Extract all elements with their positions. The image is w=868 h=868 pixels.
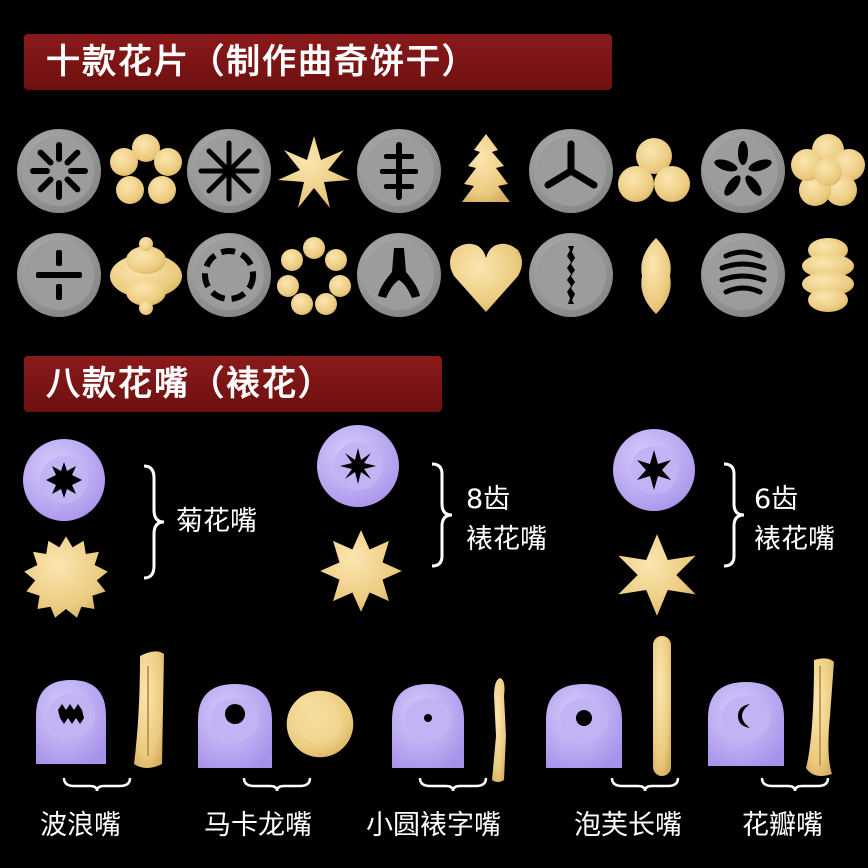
nozzles-section-title: 八款花嘴（裱花） — [24, 356, 442, 412]
macaron-nozzle-label: 马卡龙嘴 — [204, 810, 312, 841]
cookie-plate-icon — [357, 129, 441, 213]
petal-nozzle-label: 花瓣嘴 — [742, 810, 823, 841]
chrysanthemum-nozzle-label: 菊花嘴 — [176, 506, 257, 537]
cookie-shape-icon — [24, 536, 108, 618]
six-tooth-count-label: 6齿 — [754, 484, 799, 515]
cookie-plate-icon — [17, 129, 101, 213]
six-tooth-nozzle-label: 裱花嘴 — [754, 524, 835, 555]
cookie-plate-icon — [529, 129, 613, 213]
brace-icon — [242, 777, 312, 792]
piping-tip-icon — [36, 680, 106, 764]
cookie-plate-icon — [529, 233, 613, 317]
puff-long-nozzle-label: 泡芙长嘴 — [574, 810, 682, 841]
piping-tip-icon — [546, 684, 622, 768]
cookie-shape-icon — [320, 530, 402, 612]
brace-icon — [62, 777, 132, 792]
brace-icon — [418, 777, 488, 792]
piping-tip-icon — [613, 429, 695, 511]
cookie-shape-icon — [618, 534, 696, 616]
cookie-shape-icon — [802, 238, 854, 312]
cookie-shape-icon — [134, 651, 164, 768]
piping-tip-icon — [392, 684, 464, 768]
brace-icon — [143, 464, 165, 580]
cookie-shape-icon — [286, 690, 354, 758]
cookie-shape-icon — [462, 134, 510, 202]
piping-tip-icon — [317, 425, 399, 507]
piping-tip-icon — [708, 682, 784, 766]
cookie-shape-icon — [110, 237, 182, 315]
piping-tip-icon — [198, 684, 272, 768]
small-round-nozzle-label: 小圆裱字嘴 — [366, 810, 501, 841]
cookie-plate-icon — [187, 233, 271, 317]
brace-icon — [431, 462, 453, 568]
cookie-shape-icon — [110, 134, 182, 204]
cookie-shape-icon — [641, 238, 671, 314]
eight-tooth-nozzle-label: 裱花嘴 — [466, 524, 547, 555]
cookie-plate-icon — [701, 129, 785, 213]
cookie-plate-icon — [17, 233, 101, 317]
cookie-shape-icon — [277, 237, 351, 315]
brace-icon — [760, 777, 830, 792]
wave-nozzle-label: 波浪嘴 — [40, 810, 121, 841]
cookie-shape-icon — [450, 243, 522, 312]
eight-tooth-count-label: 8齿 — [466, 484, 511, 515]
plates-section-title: 十款花片（制作曲奇饼干） — [24, 34, 612, 90]
cookie-shape-icon — [618, 138, 690, 202]
cookie-plate-icon — [187, 129, 271, 213]
cookie-plate-icon — [701, 233, 785, 317]
brace-icon — [723, 462, 745, 568]
cookie-shape-icon — [653, 636, 671, 776]
cookie-shape-icon — [492, 678, 506, 782]
cookie-plate-icon — [357, 233, 441, 317]
piping-tip-icon — [23, 439, 105, 521]
brace-icon — [610, 777, 680, 792]
cookie-shape-icon — [278, 136, 350, 208]
cookie-shape-icon — [791, 134, 865, 206]
cookie-shape-icon — [806, 658, 834, 776]
